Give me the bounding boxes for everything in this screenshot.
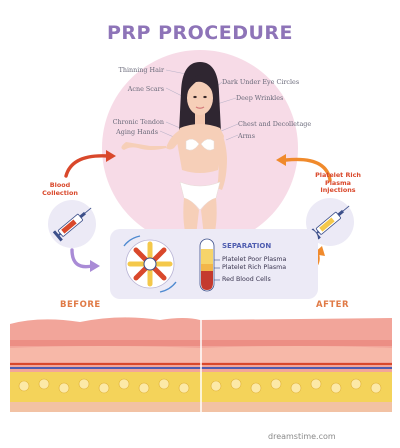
after-label: AFTER xyxy=(316,300,350,310)
label-aging-hands: Aging Hands xyxy=(116,128,158,136)
label-arms: Arms xyxy=(238,132,256,140)
label-thinning-hair: Thinning Hair xyxy=(118,66,164,74)
red-blood-cells-layer xyxy=(201,271,213,290)
page-title: PRP PROCEDURE xyxy=(106,22,294,44)
arrow-head-icon xyxy=(276,154,286,166)
woman-figure-icon xyxy=(121,62,227,236)
platelet-rich-layer xyxy=(201,264,213,271)
fat-cells xyxy=(18,378,382,394)
blood-collection-label: Blood Collection xyxy=(42,181,78,197)
label-dark-under-eye-circles: Dark Under Eye Circles xyxy=(222,78,300,86)
skin-cross-section xyxy=(10,317,392,412)
arrow-head-icon xyxy=(90,260,100,272)
before-label: BEFORE xyxy=(60,300,101,310)
label-chest-and-decolletage: Chest and Decolletage xyxy=(238,120,312,128)
label-chronic-tendon: Chronic Tendon xyxy=(112,118,164,126)
separation-panel xyxy=(110,229,318,299)
label-acne-scars: Acne Scars xyxy=(127,85,164,93)
label-deep-wrinkles: Deep Wrinkles xyxy=(236,94,284,102)
separation-title: SEPARATION xyxy=(222,242,272,250)
layer-platelet-rich-plasma: Platelet Rich Plasma xyxy=(222,264,287,271)
platelet-poor-layer xyxy=(201,249,213,264)
blood-collection-syringe-icon xyxy=(48,200,96,248)
arrow-head-icon xyxy=(106,150,116,162)
prp-injections-label: Platelet Rich Plasma Injections xyxy=(315,171,361,194)
layer-red-blood-cells: Red Blood Cells xyxy=(222,276,271,283)
watermark: dreamstime.com xyxy=(268,432,336,441)
layer-platelet-poor-plasma: Platelet Poor Plasma xyxy=(222,256,287,263)
